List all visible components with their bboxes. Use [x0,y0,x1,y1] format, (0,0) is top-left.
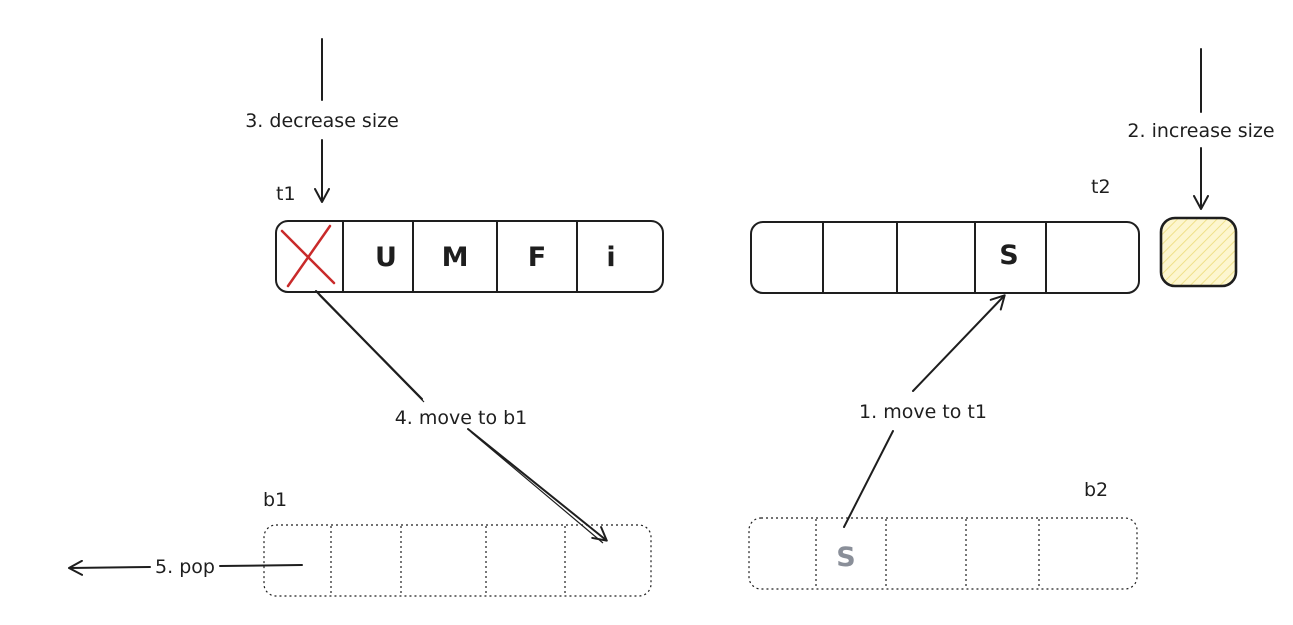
step-move-to-b1: 4. move to b1 [395,407,528,429]
step-move-to-t1: 1. move to t1 [859,401,987,423]
b1-array [263,524,652,597]
t2-new-slot [1159,216,1238,288]
t1-cell-2: M [442,242,469,273]
t1-cell-3: F [528,242,546,273]
b2-group: b2 S [748,479,1138,590]
t2-cell-3: S [999,240,1018,271]
b2-label: b2 [1084,479,1108,501]
t1-group: t1 U M F i [275,183,664,293]
step-decrease-size: 3. decrease size [245,110,399,132]
arrow-move-to-t1 [843,294,1006,528]
step-pop: 5. pop [155,556,215,578]
t1-cell-1: U [375,242,397,273]
step-increase-size: 2. increase size [1127,120,1274,142]
b2-cell-1: S [836,542,855,573]
arrow-move-to-b1 [315,290,608,544]
t1-label: t1 [276,183,296,205]
t2-label: t2 [1091,176,1111,198]
evicted-cross-icon [280,224,336,288]
arrow-pop [68,559,303,576]
b1-group: b1 [263,489,652,597]
t2-array [750,221,1140,294]
t2-group: t2 S [750,176,1238,294]
t1-cell-4: i [606,242,615,273]
b2-array [748,517,1138,590]
t1-array [275,220,664,293]
b1-label: b1 [263,489,287,511]
